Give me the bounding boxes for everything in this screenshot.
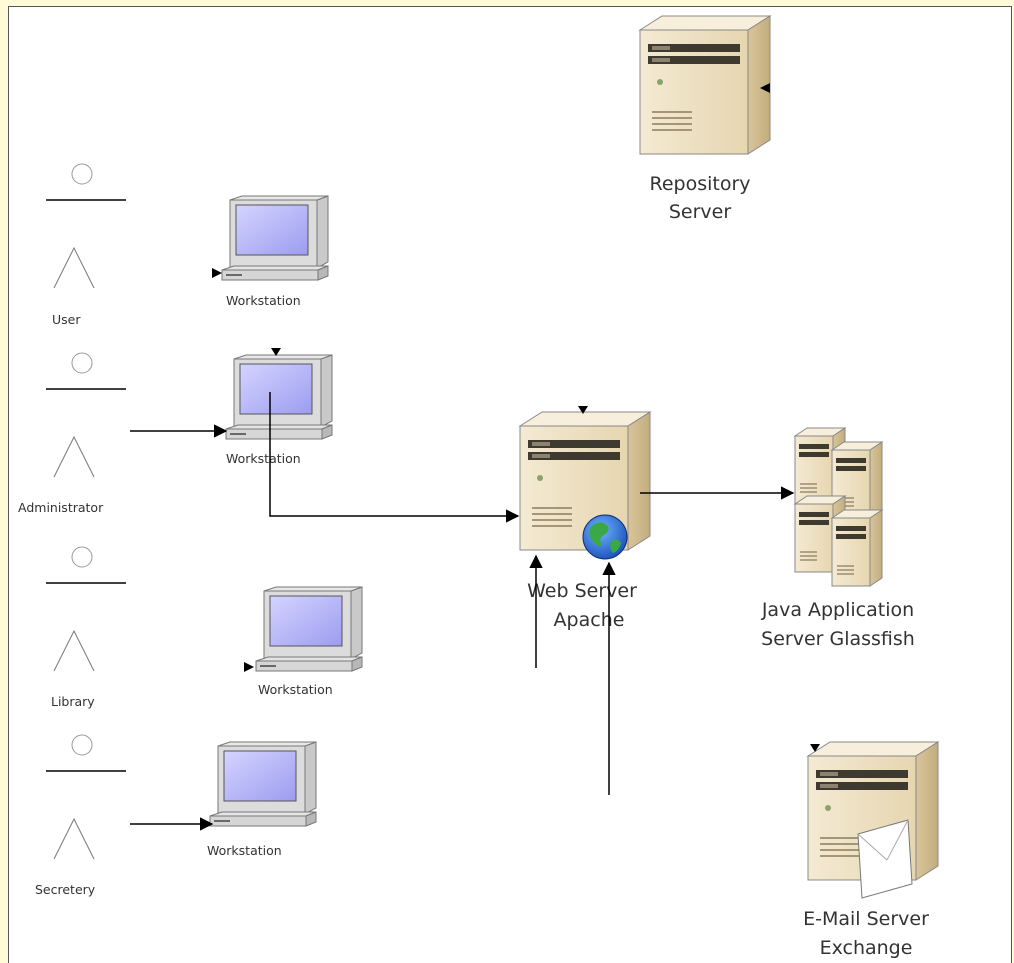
arrow-head-icon (244, 662, 254, 672)
arrow-head-icon (271, 348, 281, 356)
envelope-icon (857, 819, 913, 899)
actor-user-label: User (52, 312, 81, 327)
actor-figure-icon (45, 163, 127, 289)
repository-server: Repository Server (639, 15, 771, 223)
workstation-3: Workstation (255, 586, 363, 697)
arrow-head-icon (212, 268, 222, 278)
web-server-label-line1: Web Server (527, 580, 637, 602)
actor-user: User (45, 163, 127, 327)
arrow-head-icon (578, 406, 588, 414)
actor-secretary: Secretery (35, 734, 127, 897)
repository-server-label-line2: Server (669, 201, 731, 223)
actor-figure-icon (45, 734, 127, 860)
workstation-4-label: Workstation (207, 843, 282, 858)
java-server-label-line2: Server Glassfish (761, 628, 915, 650)
globe-icon (582, 514, 628, 560)
arrow-head-icon (810, 744, 820, 752)
workstation-icon (255, 586, 363, 672)
actor-secretary-label: Secretery (35, 882, 96, 897)
actor-library: Library (45, 546, 127, 709)
actor-figure-icon (45, 546, 127, 672)
actor-administrator-label: Administrator (18, 500, 104, 515)
arrow-head-icon (760, 83, 770, 93)
workstation-2: Workstation (225, 354, 333, 466)
workstation-1: Workstation (221, 195, 329, 308)
connector-workstation-to-webserver (269, 392, 520, 523)
actor-administrator: Administrator (18, 352, 127, 515)
email-server-label-line1: E-Mail Server (803, 908, 929, 930)
workstation-icon (209, 741, 317, 827)
repository-server-label-line1: Repository (649, 173, 750, 195)
workstation-4: Workstation (207, 741, 317, 858)
email-server-label-line2: Exchange (820, 937, 913, 959)
web-server: Web Server Apache (519, 411, 651, 631)
web-server-label-line2: Apache (554, 609, 625, 631)
workstation-1-label: Workstation (226, 293, 301, 308)
java-application-server: Java Application Server Glassfish (761, 427, 915, 650)
workstation-icon (225, 354, 333, 440)
connectors (130, 83, 820, 831)
workstation-2-label: Workstation (226, 451, 301, 466)
java-server-label-line1: Java Application (761, 599, 914, 621)
email-server: E-Mail Server Exchange (803, 741, 939, 959)
actor-figure-icon (45, 352, 127, 478)
workstation-icon (221, 195, 329, 281)
server-cluster-icon (831, 509, 883, 587)
actor-library-label: Library (51, 694, 95, 709)
workstation-3-label: Workstation (258, 682, 333, 697)
server-tower-icon (639, 15, 771, 155)
